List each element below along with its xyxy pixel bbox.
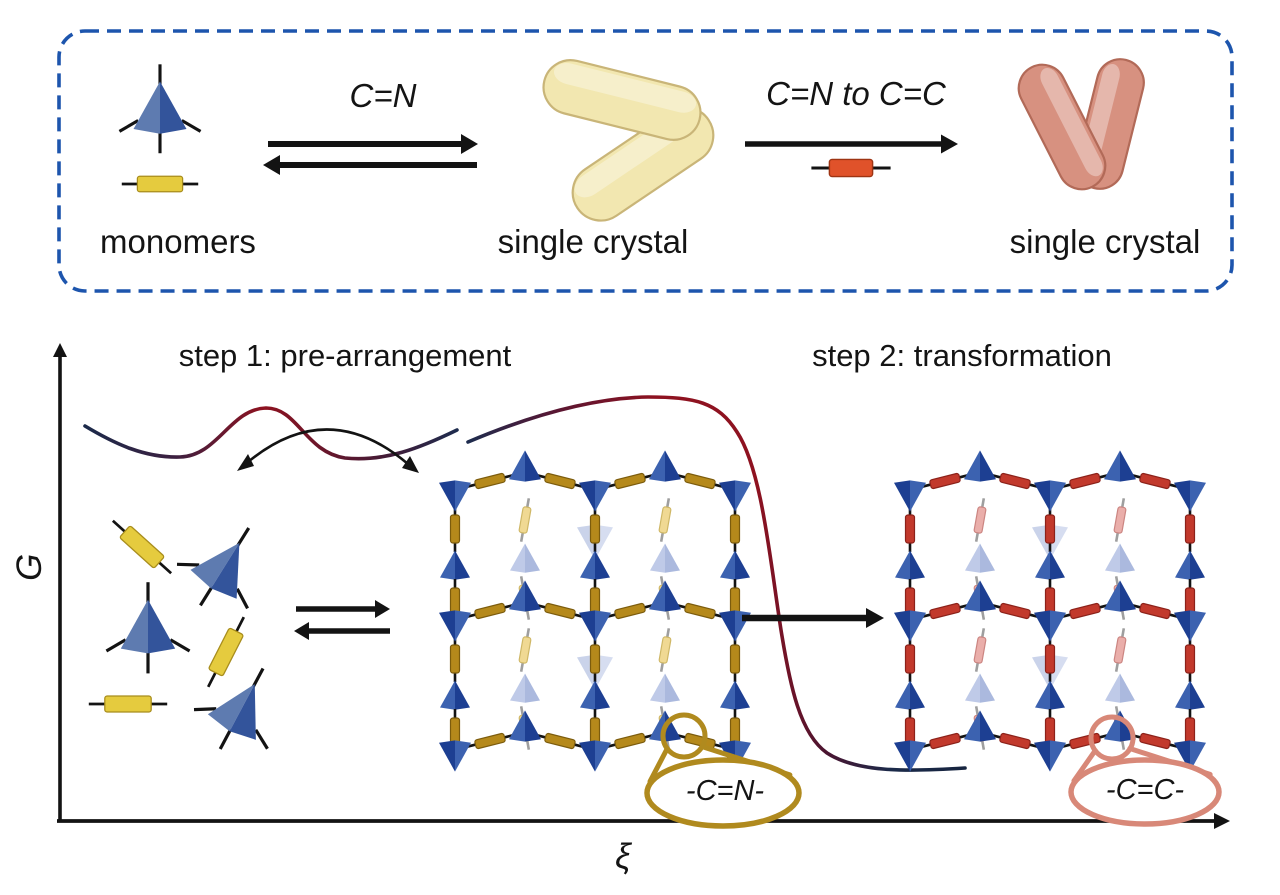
x-axis-label: ξ	[615, 837, 631, 876]
cn-callout-label: -C=N-	[685, 775, 765, 807]
fluctuation-arrow	[237, 428, 419, 473]
reaction-arrow-cn-to-cc	[745, 134, 958, 178]
reaction2-label: C=N to C=C	[766, 75, 946, 112]
crystal2-label: single crystal	[1009, 223, 1201, 260]
cn-lattice	[439, 450, 751, 772]
step2-heading: step 2: transformation	[812, 338, 1112, 373]
scattered-monomers	[88, 519, 269, 750]
cn-magnifier	[644, 712, 802, 829]
dashed-panel-border	[57, 29, 1234, 293]
monomers-label: monomers	[100, 223, 256, 260]
yellow-single-crystal	[542, 59, 715, 222]
equilibrium-arrows-mid	[294, 600, 390, 640]
cc-magnifier	[1068, 714, 1222, 827]
reaction1-label: C=N	[349, 77, 417, 114]
axes	[53, 343, 1230, 829]
y-axis-label: G	[9, 553, 49, 581]
energy-curve-step1	[83, 406, 459, 461]
energy-curve-step2	[466, 395, 967, 772]
energy-curves	[83, 395, 967, 772]
cc-callout-label: -C=C-	[1105, 774, 1185, 806]
transformation-arrow	[742, 608, 884, 628]
red-single-crystal	[1017, 58, 1145, 191]
equilibrium-arrows-top	[263, 134, 478, 175]
monomer-icons	[118, 64, 202, 193]
crystal1-label: single crystal	[497, 223, 689, 260]
cc-lattice	[894, 450, 1206, 772]
step1-heading: step 1: pre-arrangement	[178, 338, 512, 373]
